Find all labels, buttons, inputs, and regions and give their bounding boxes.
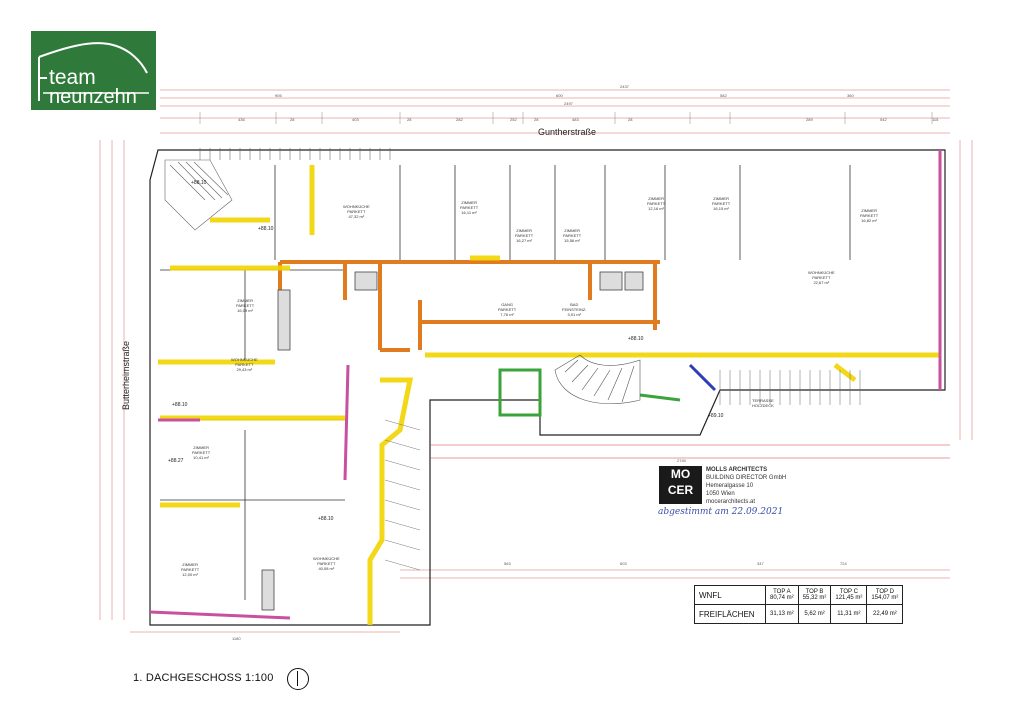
roof-mark-icon: [38, 42, 149, 101]
dim-label: 28: [534, 117, 539, 122]
table-cell: FREIFLÄCHEN: [694, 604, 766, 624]
yellow-strips: [158, 165, 940, 625]
green-elevator: [498, 368, 681, 417]
left-terrace-hatch: [384, 419, 421, 571]
dim-label: 483: [572, 117, 579, 122]
level-marker: +89.10: [708, 413, 724, 419]
corner-balcony-hatch: [164, 159, 233, 231]
dim-label: 2740: [677, 458, 686, 463]
architect-details: MOLLS ARCHITECTS BUILDING DIRECTOR GmbH …: [706, 467, 787, 505]
dim-label: 403: [352, 117, 359, 122]
dim-label: 2497: [564, 101, 573, 106]
dim-label: 724: [840, 561, 847, 566]
dim-label: 905: [275, 93, 282, 98]
architect-logo: MO CER: [659, 466, 702, 504]
dim-label: 282: [456, 117, 463, 122]
top-dimension-lines: [160, 89, 950, 134]
level-marker: +88.27: [168, 458, 184, 464]
level-marker: +88.10: [191, 180, 207, 186]
dim-label: 582: [720, 93, 727, 98]
level-marker: +88.10: [318, 516, 334, 522]
dim-label: 28: [628, 117, 633, 122]
street-label-left: Butterheimstraße: [121, 340, 131, 410]
dim-label: 2437: [620, 84, 629, 89]
drawing-title: 1. DACHGESCHOSS 1:100: [133, 672, 274, 684]
dim-label: 28: [407, 117, 412, 122]
left-dimension-lines: [99, 140, 125, 620]
grid-axis-lines: [430, 444, 950, 459]
dim-label: 1180: [232, 636, 241, 641]
blue-edge: [688, 363, 717, 392]
dimension-ticks: [199, 112, 933, 124]
approval-signature: abgestimmt am 22.09.2021: [658, 507, 784, 517]
dim-label: 360: [847, 93, 854, 98]
dim-label: 28: [290, 117, 295, 122]
pink-edge: [149, 150, 942, 620]
table-cell: 22,49 m²: [866, 604, 904, 624]
sanitary-fixtures: [261, 271, 644, 611]
dim-label: 347: [757, 561, 764, 566]
level-marker: +88.10: [258, 226, 274, 232]
dim-label: 603: [620, 561, 627, 566]
table-row: FREIFLÄCHEN 31,13 m² 5,62 m² 11,31 m² 22…: [694, 604, 904, 624]
logo-line-1: team: [49, 66, 96, 89]
dim-label: 252: [510, 117, 517, 122]
north-arrow-icon: [287, 668, 309, 690]
dim-label: 600: [556, 93, 563, 98]
table-cell: 31,13 m²: [765, 604, 799, 624]
level-marker: +88.10: [172, 402, 188, 408]
table-cell: 11,31 m²: [830, 604, 868, 624]
terrace-hatch: [719, 370, 861, 405]
dim-label: 563: [504, 561, 511, 566]
dim-label: 436: [238, 117, 245, 122]
roof-hatching: [199, 148, 391, 160]
street-label-top: Guntherstraße: [538, 127, 597, 137]
building-outline: [149, 149, 946, 626]
bottom-dimension-lines: [130, 140, 973, 633]
team-neunzehn-logo: team neunzehn: [31, 31, 156, 110]
orange-walls: [278, 260, 660, 352]
dim-label: 042: [880, 117, 887, 122]
dim-label: 289: [806, 117, 813, 122]
dim-label: 115: [932, 117, 939, 122]
logo-line-2: neunzehn: [49, 86, 137, 108]
table-cell: WNFL: [694, 585, 766, 605]
table-cell: 5,62 m²: [797, 604, 832, 624]
spiral-staircase: [554, 354, 641, 405]
level-marker: +88.10: [628, 336, 644, 342]
